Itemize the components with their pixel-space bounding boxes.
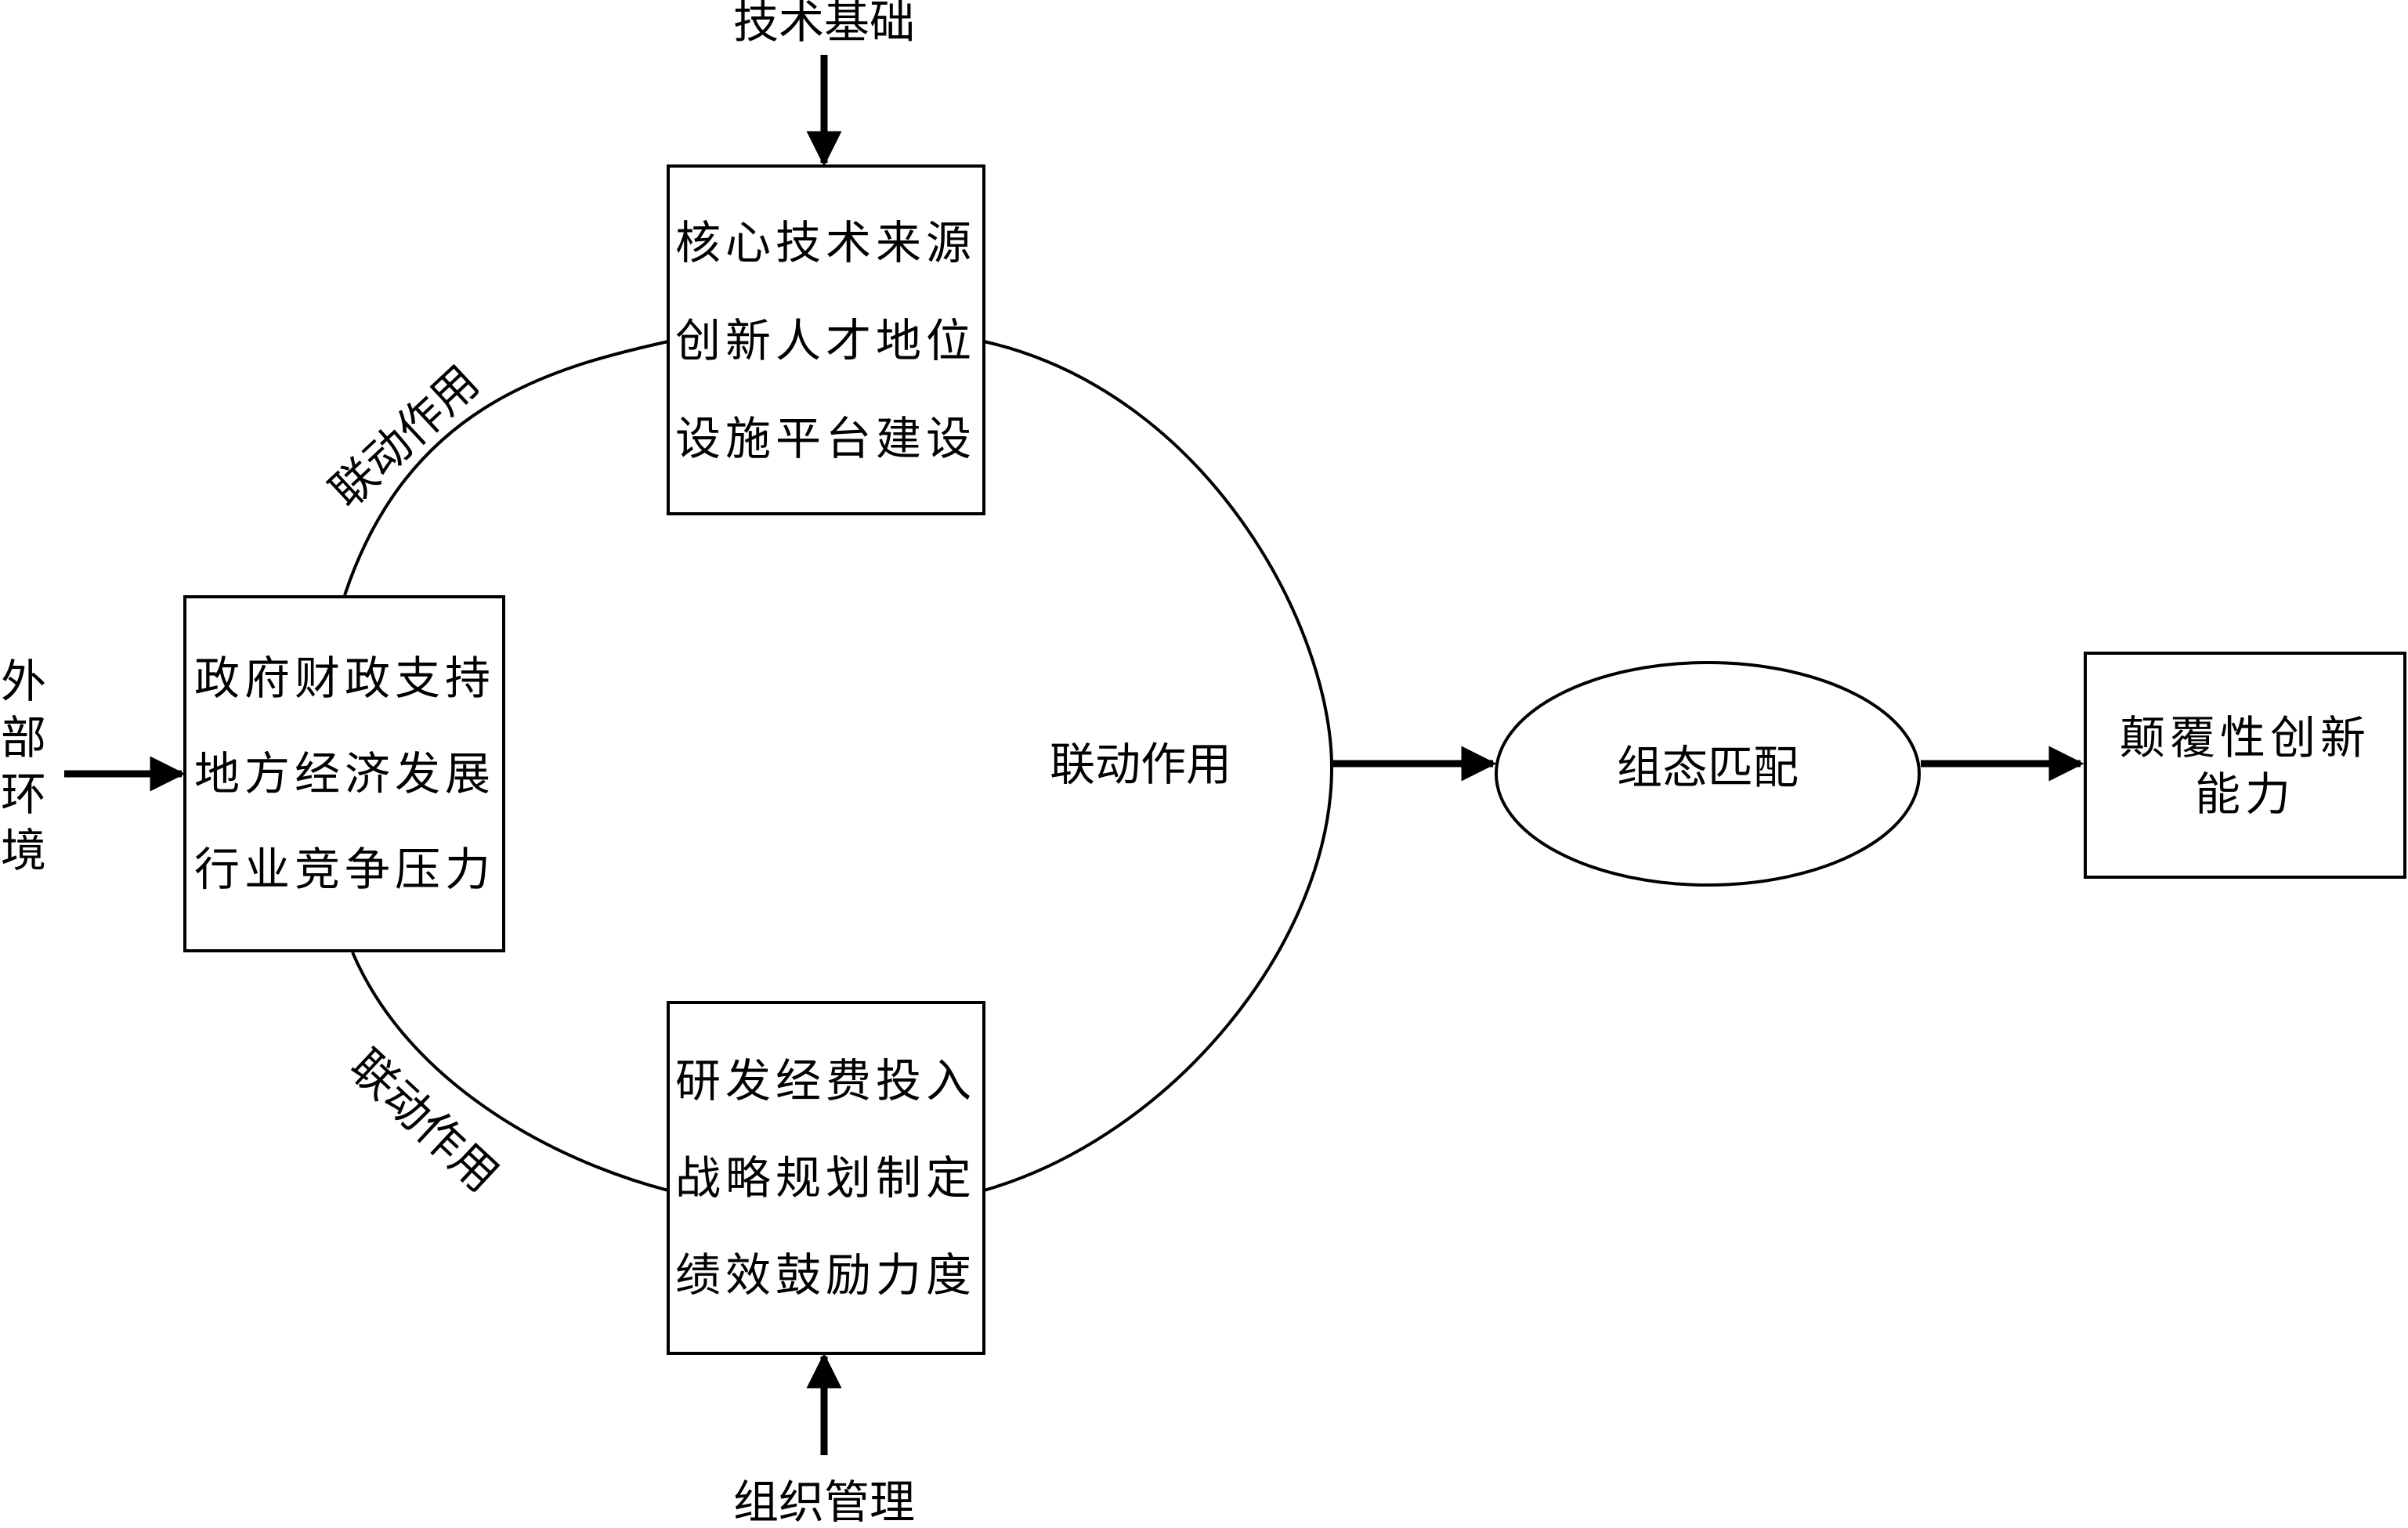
env-factor-2: 地方经济发展 bbox=[194, 747, 495, 800]
org-factor-3: 绩效鼓励力度 bbox=[675, 1248, 976, 1302]
external-env-char-3: 环 bbox=[1, 768, 46, 821]
tech-factor-2: 创新人才地位 bbox=[675, 314, 976, 367]
external-env-char-2: 部 bbox=[1, 711, 46, 764]
linkage-label-bottom-left: 联动作用 bbox=[340, 1039, 509, 1202]
env-factors-box bbox=[183, 595, 505, 952]
outcome-line-1: 颠覆性创新 bbox=[2120, 711, 2370, 764]
linkage-label-center: 联动作用 bbox=[1050, 738, 1231, 791]
linkage-arc-right bbox=[983, 340, 1334, 1192]
linkage-label-top-left: 联动作用 bbox=[320, 355, 489, 518]
env-factor-3: 行业竞争压力 bbox=[194, 843, 495, 896]
linkage-arc-top-left bbox=[343, 340, 669, 596]
linkage-arc-bottom-left bbox=[351, 952, 669, 1192]
org-management-label: 组织管理 bbox=[733, 1476, 915, 1528]
tech-factor-1: 核心技术来源 bbox=[675, 216, 976, 269]
config-match-label: 组态匹配 bbox=[1617, 741, 1799, 794]
org-factors-box bbox=[667, 1001, 985, 1355]
config-match-ellipse bbox=[1495, 661, 1921, 887]
tech-foundation-label: 技术基础 bbox=[733, 0, 915, 49]
outcome-line-2: 能力 bbox=[2195, 768, 2295, 821]
external-env-char-4: 境 bbox=[1, 824, 46, 877]
tech-factor-3: 设施平台建设 bbox=[675, 412, 976, 465]
outcome-box bbox=[2084, 652, 2406, 879]
env-factor-1: 政府财政支持 bbox=[194, 652, 495, 705]
tech-factors-box bbox=[667, 164, 985, 515]
org-factor-2: 战略规划制定 bbox=[675, 1151, 976, 1205]
org-factor-1: 研发经费投入 bbox=[675, 1054, 976, 1107]
external-env-char-1: 外 bbox=[1, 655, 46, 708]
